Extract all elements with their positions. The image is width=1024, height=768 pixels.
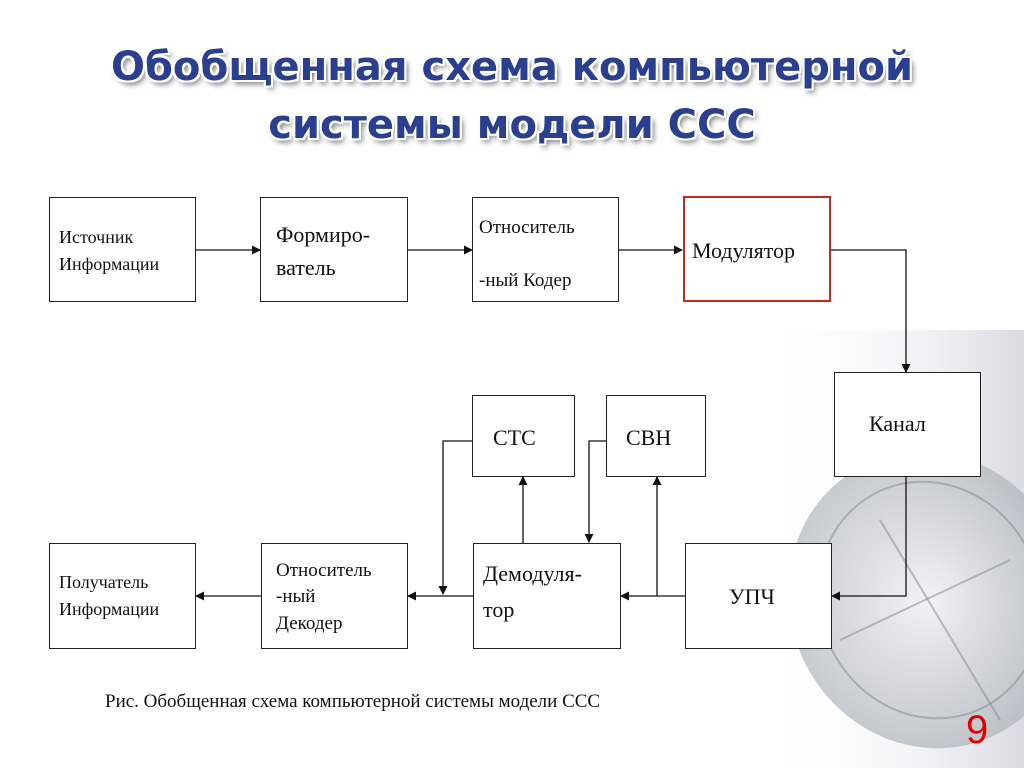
block-upch: УПЧ bbox=[685, 543, 832, 649]
block-receiver: Получатель Информации bbox=[49, 543, 196, 649]
block-former-label-2: ватель bbox=[276, 255, 336, 280]
block-stc-label: СТС bbox=[493, 425, 536, 450]
block-source: Источник Информации bbox=[49, 197, 196, 302]
block-modulator-label: Модулятор bbox=[692, 238, 796, 263]
block-decoder-label-2: -ный bbox=[276, 586, 316, 607]
block-receiver-label-1: Получатель bbox=[59, 572, 149, 592]
block-decoder-label-3: Декодер bbox=[276, 613, 343, 634]
slide-title: Обобщенная схема компьютерной системы мо… bbox=[0, 38, 1024, 154]
block-decoder: Относитель -ный Декодер bbox=[261, 543, 408, 649]
page-number: 9 bbox=[966, 708, 989, 752]
block-upch-label: УПЧ bbox=[729, 584, 775, 609]
block-coder-label-2: -ный Кодер bbox=[479, 270, 572, 291]
block-coder: Относитель -ный Кодер bbox=[472, 197, 619, 302]
title-line-1: Обобщенная схема компьютерной bbox=[110, 44, 914, 90]
block-source-label-2: Информации bbox=[59, 254, 160, 274]
block-coder-label-1: Относитель bbox=[479, 217, 575, 238]
block-source-label-1: Источник bbox=[59, 227, 134, 247]
block-former: Формиро- ватель bbox=[260, 197, 408, 302]
block-demodulator-label-2: тор bbox=[483, 597, 515, 622]
block-demodulator: Демодуля- тор bbox=[473, 543, 621, 649]
block-svn: СВН bbox=[606, 395, 706, 477]
block-receiver-label-2: Информации bbox=[59, 599, 160, 619]
block-channel-label: Канал bbox=[869, 411, 926, 436]
block-channel: Канал bbox=[834, 372, 981, 477]
block-stc: СТС bbox=[472, 395, 575, 477]
block-demodulator-label-1: Демодуля- bbox=[483, 561, 582, 586]
figure-caption: Рис. Обобщенная схема компьютерной систе… bbox=[105, 691, 601, 712]
block-decoder-label-1: Относитель bbox=[276, 560, 372, 581]
block-former-label-1: Формиро- bbox=[276, 222, 371, 247]
title-line-2: системы модели ССС bbox=[268, 102, 756, 148]
block-modulator: Модулятор bbox=[683, 196, 831, 302]
block-svn-label: СВН bbox=[626, 425, 672, 450]
